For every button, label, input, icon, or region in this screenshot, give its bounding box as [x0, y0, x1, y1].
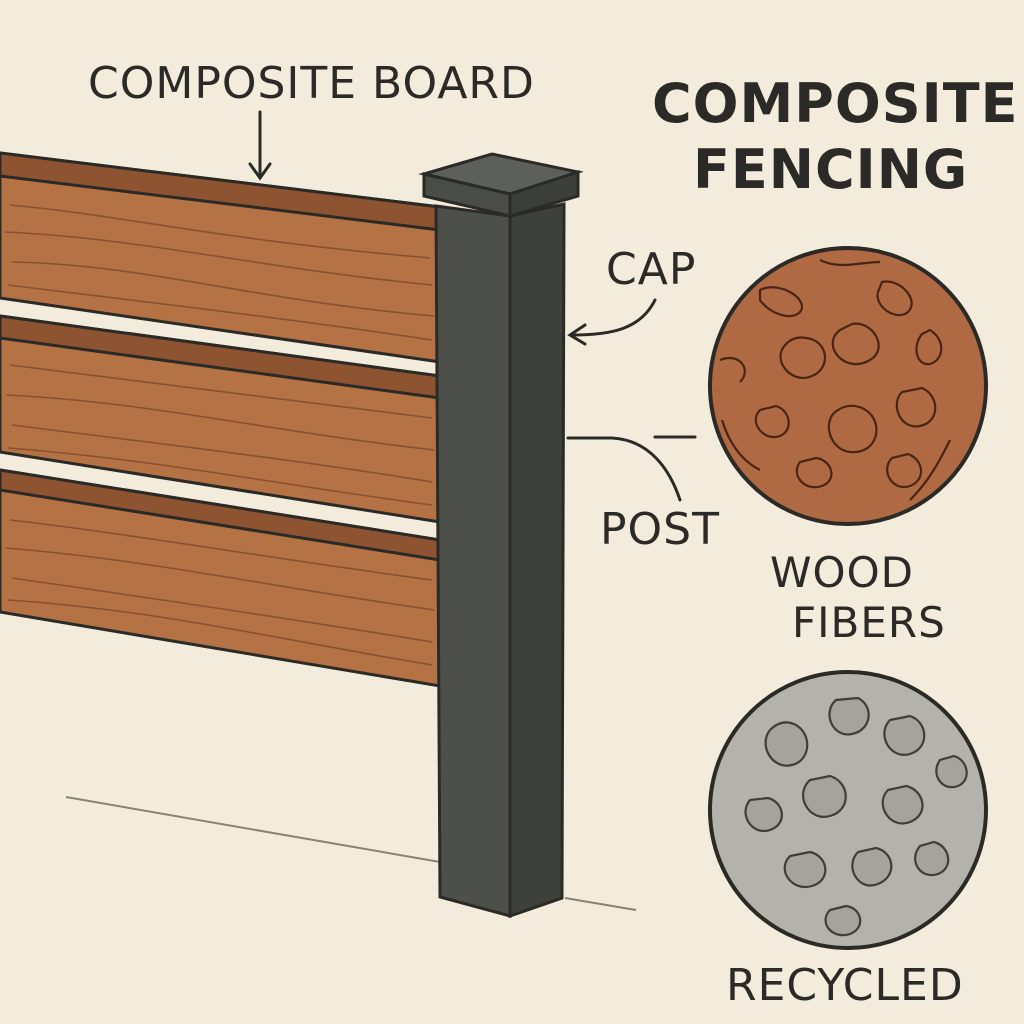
- title-line-2: FENCING: [693, 138, 969, 201]
- wood-fibers-label-line-2: FIBERS: [792, 598, 946, 647]
- wood-grain: [4, 204, 435, 666]
- post-label: POST: [600, 504, 720, 555]
- recycled-swatch: [708, 670, 988, 950]
- post-leader: [566, 435, 697, 502]
- post-cap: [418, 152, 584, 219]
- board-bottom: [0, 468, 442, 688]
- wood-fibers-swatch: [708, 246, 988, 526]
- title-line-1: COMPOSITE: [652, 72, 1019, 135]
- cap-arrow: [567, 298, 657, 346]
- fence-post: [434, 202, 566, 919]
- recycled-label: RECYCLED: [726, 960, 964, 1011]
- leader-lines: [248, 110, 697, 502]
- composite-board-label: COMPOSITE BOARD: [88, 58, 535, 109]
- ground-lines: [65, 796, 637, 911]
- wood-fibers-label-line-1: WOOD: [770, 548, 914, 597]
- cap-label: CAP: [606, 244, 697, 295]
- board-arrow: [248, 110, 272, 181]
